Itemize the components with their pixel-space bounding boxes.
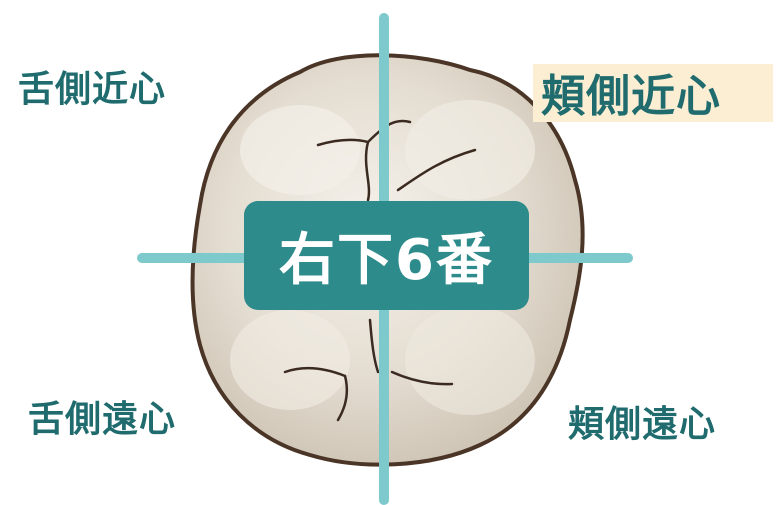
tooth-name-badge: 右下6番	[244, 201, 529, 310]
label-buccal-distal: 頬側遠心	[568, 404, 717, 445]
tooth-name-label: 右下6番	[279, 228, 494, 293]
label-lingual-distal: 舌側遠心	[28, 399, 177, 440]
fissure-lines	[283, 119, 477, 422]
highlight-background	[533, 64, 773, 122]
label-lingual-mesial: 舌側近心	[18, 69, 167, 110]
label-buccal-mesial: 頬側近心	[541, 71, 721, 122]
